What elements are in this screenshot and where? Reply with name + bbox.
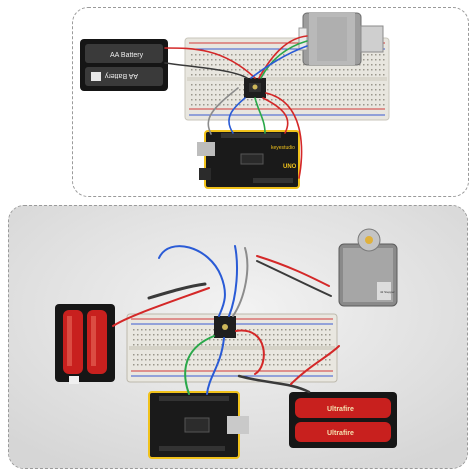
driver-module [244, 78, 266, 98]
driver-module [214, 316, 236, 338]
wiring-diagram: AA Battery AA Battery keyestudio [73, 8, 468, 196]
assembled-circuit-photo: 42 Stepper Ultrafire Ultrafire [8, 205, 468, 469]
board-model: UNO [283, 164, 297, 170]
photo-illustration: 42 Stepper Ultrafire Ultrafire [9, 206, 467, 468]
battery-pack: AA Battery AA Battery [80, 39, 168, 91]
battery-brand: Ultrafire [327, 406, 354, 413]
board-brand: keyestudio [271, 145, 295, 151]
battery-brand: Ultrafire [327, 430, 354, 437]
wiring-diagram-panel: AA Battery AA Battery keyestudio [72, 7, 469, 197]
motor-label: 42 Stepper [380, 290, 395, 294]
battery-holder-left [55, 304, 115, 384]
battery-cell-label: AA Battery [104, 72, 138, 79]
controller-board [149, 392, 249, 458]
controller-board: keyestudio UNO [197, 131, 299, 188]
battery-holder-right: Ultrafire Ultrafire [289, 392, 397, 448]
battery-cell-label: AA Battery [110, 52, 144, 59]
